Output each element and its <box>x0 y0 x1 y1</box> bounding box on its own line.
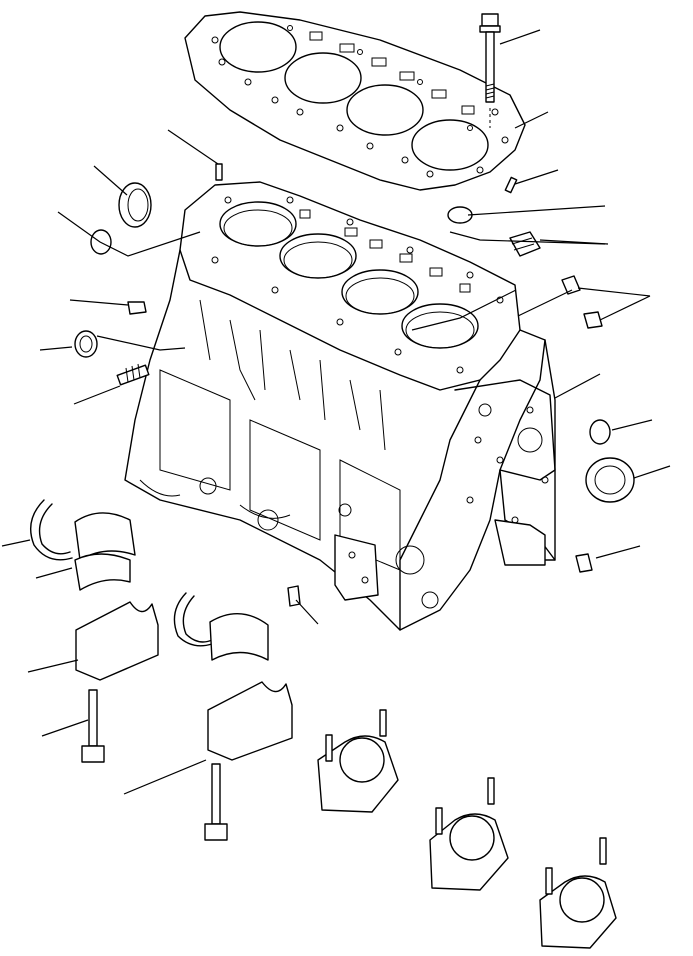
dowel-pin <box>215 163 518 194</box>
expansion-plug-large <box>118 182 152 228</box>
head-bolt <box>479 13 501 128</box>
head-gasket <box>184 11 526 191</box>
cylinder-block <box>124 181 556 631</box>
main-bearing-cap <box>75 601 617 949</box>
main-bearing-shell <box>74 512 269 661</box>
stud <box>116 363 150 386</box>
leader-lines <box>1 29 671 795</box>
main-cap-bolt <box>81 689 228 841</box>
oil-gallery-plug <box>127 231 541 315</box>
thrust-washer <box>30 499 213 647</box>
camshaft-bushing <box>585 419 635 503</box>
seal-housing <box>74 330 98 358</box>
